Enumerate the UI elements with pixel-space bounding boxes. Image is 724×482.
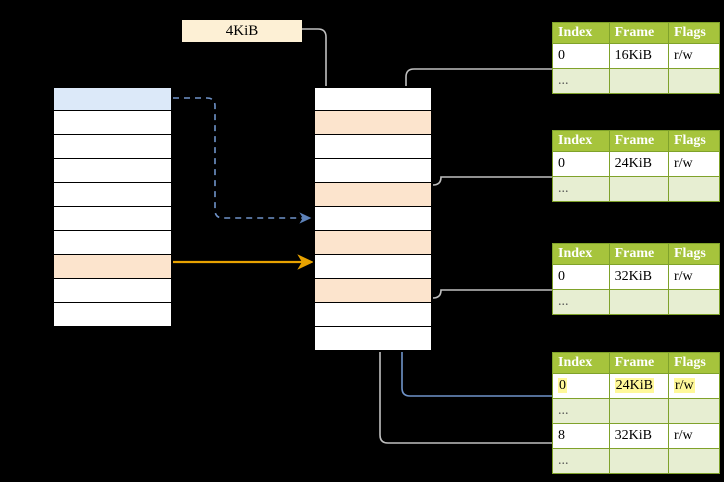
phys-cell-row-3: [314, 159, 432, 183]
virt-cell-row-3: [53, 159, 172, 183]
virt-cell-row-8: [53, 279, 172, 303]
cell-index: 0: [552, 43, 610, 69]
cell-frame: 32KiB: [608, 423, 669, 449]
virt-cell-row-9: [53, 303, 172, 327]
cell-index: 0: [552, 264, 610, 290]
physical-memory-stack: [313, 86, 433, 352]
column-header-frame: Frame: [608, 243, 669, 265]
cell-index: 8: [552, 423, 610, 449]
column-header-frame: Frame: [608, 352, 669, 374]
virt-cell-row-4: [53, 183, 172, 207]
column-header-frame: Frame: [608, 22, 669, 44]
cell-frame: [608, 448, 669, 474]
wire-frame-to-table3: [432, 289, 552, 299]
cell-index: ...: [552, 68, 610, 94]
phys-cell-row-7: [314, 255, 432, 279]
cell-flags: r/w: [667, 423, 721, 449]
phys-cell-row-4: [314, 183, 432, 207]
cell-flags: [667, 68, 721, 94]
cell-flags: [667, 289, 721, 315]
phys-cell-row-10: [314, 327, 432, 351]
phys-cell-row-9: [314, 303, 432, 327]
column-header-flags: Flags: [667, 22, 721, 44]
wire-virt-to-phys-dashed: [173, 97, 312, 224]
virt-cell-row-5: [53, 207, 172, 231]
cell-index: 0: [552, 373, 610, 399]
phys-cell-row-5: [314, 207, 432, 231]
cell-flags: r/w: [667, 43, 721, 69]
virt-cell-row-1: [53, 111, 172, 135]
column-header-index: Index: [552, 130, 610, 152]
virtual-address-space-stack: [52, 86, 173, 328]
virt-cell-row-0: [53, 87, 172, 111]
cell-flags: r/w: [667, 264, 721, 290]
cell-flags: r/w: [667, 373, 721, 399]
cell-index: ...: [552, 176, 610, 202]
phys-cell-row-2: [314, 135, 432, 159]
cell-flags: [667, 448, 721, 474]
cell-frame: 24KiB: [608, 151, 669, 177]
cell-index: 0: [552, 151, 610, 177]
table-row[interactable]: ...: [552, 176, 721, 202]
cell-index: ...: [552, 289, 610, 315]
column-header-flags: Flags: [667, 243, 721, 265]
column-header-flags: Flags: [667, 352, 721, 374]
phys-cell-row-0: [314, 87, 432, 111]
cell-frame: [608, 398, 669, 424]
virt-cell-row-7: [53, 255, 172, 279]
table-row[interactable]: ...: [552, 68, 721, 94]
phys-cell-row-6: [314, 231, 432, 255]
column-header-index: Index: [552, 22, 610, 44]
cell-flags: [667, 398, 721, 424]
cell-frame: 16KiB: [608, 43, 669, 69]
phys-cell-row-8: [314, 279, 432, 303]
cell-index: ...: [552, 398, 610, 424]
cell-flags: r/w: [667, 151, 721, 177]
size-label: 4KiB: [182, 20, 302, 42]
virt-cell-row-2: [53, 135, 172, 159]
wire-frame-to-table2: [432, 176, 552, 186]
cell-frame: [608, 68, 669, 94]
column-header-index: Index: [552, 352, 610, 374]
column-header-frame: Frame: [608, 130, 669, 152]
cell-frame: 32KiB: [608, 264, 669, 290]
table-row[interactable]: ...: [552, 398, 721, 424]
virt-cell-row-6: [53, 231, 172, 255]
phys-cell-row-1: [314, 111, 432, 135]
cell-frame: 24KiB: [608, 373, 669, 399]
cell-index: ...: [552, 448, 610, 474]
cell-frame: [608, 176, 669, 202]
cell-frame: [608, 289, 669, 315]
column-header-flags: Flags: [667, 130, 721, 152]
table-row[interactable]: ...: [552, 289, 721, 315]
column-header-index: Index: [552, 243, 610, 265]
table-row[interactable]: ...: [552, 448, 721, 474]
cell-flags: [667, 176, 721, 202]
